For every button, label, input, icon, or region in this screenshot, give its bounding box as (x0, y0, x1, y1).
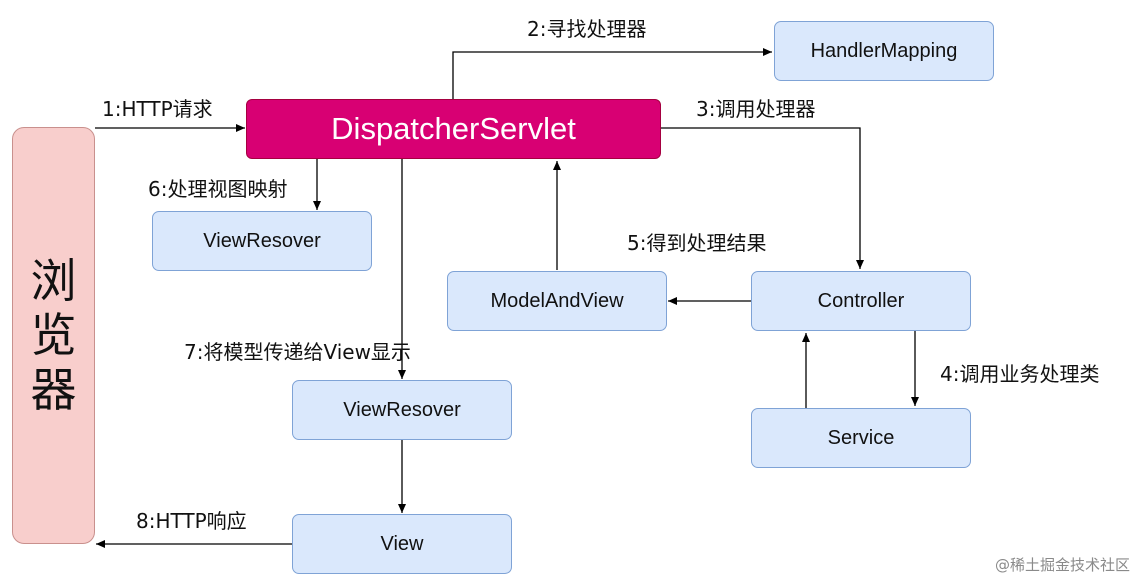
dispatcher-servlet-node: DispatcherServlet (246, 99, 661, 159)
view-resolver-node-upper: ViewResover (152, 211, 372, 271)
service-node: Service (751, 408, 971, 468)
browser-char-1: 浏 (30, 255, 77, 308)
browser-node: 浏 览 器 (12, 127, 95, 544)
label-http-request: 1:HTTP请求 (102, 97, 213, 121)
label-call-service: 4:调用业务处理类 (940, 362, 1100, 386)
watermark-text: @稀土掘金技术社区 (994, 556, 1130, 574)
controller-node: Controller (751, 271, 971, 331)
label-call-handler: 3:调用处理器 (696, 97, 816, 121)
label-resolve-view: 6:处理视图映射 (148, 177, 288, 201)
view-resolver-node-lower: ViewResover (292, 380, 512, 440)
edge-find-handler (452, 48, 772, 100)
model-and-view-node: ModelAndView (447, 271, 667, 331)
view-node: View (292, 514, 512, 574)
handler-mapping-node: HandlerMapping (774, 21, 994, 81)
label-find-handler: 2:寻找处理器 (527, 17, 647, 41)
label-pass-model: 7:将模型传递给View显示 (184, 340, 411, 364)
browser-char-3: 器 (30, 363, 77, 416)
label-get-result: 5:得到处理结果 (627, 231, 767, 255)
browser-char-2: 览 (30, 309, 77, 362)
edge-call-handler (661, 127, 864, 269)
label-http-response: 8:HTTP响应 (136, 509, 247, 533)
